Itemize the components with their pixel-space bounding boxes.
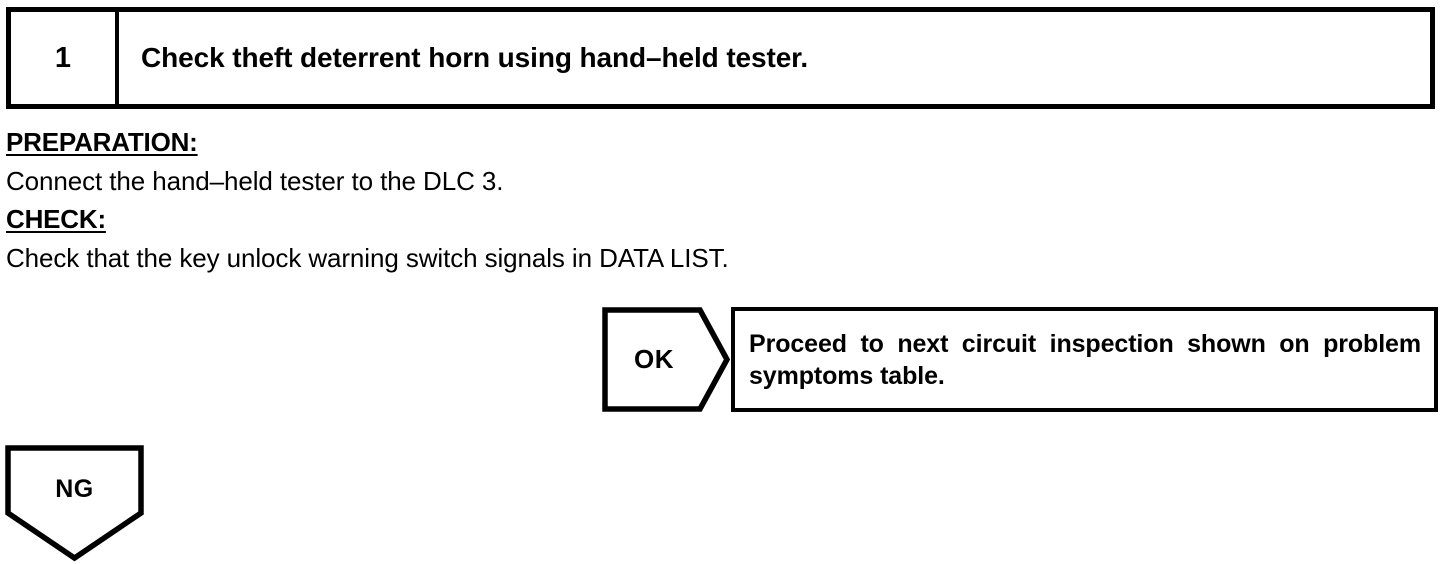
ok-arrow-shape: OK [602,307,730,412]
ok-arrow-icon [602,307,730,412]
ok-result-text: Proceed to next circuit inspection shown… [749,329,1421,390]
check-text: Check that the key unlock warning switch… [6,242,729,273]
procedure-body: PREPARATION: Connect the hand–held teste… [6,124,1206,278]
check-heading: CHECK: [6,203,106,234]
preparation-heading: PREPARATION: [6,127,198,157]
ok-result-box: Proceed to next circuit inspection shown… [731,307,1438,412]
step-header-table: 1 Check theft deterrent horn using hand–… [6,7,1435,109]
step-number-cell: 1 [11,12,119,104]
step-number: 1 [54,41,72,74]
step-title-cell: Check theft deterrent horn using hand–he… [119,12,1430,104]
preparation-text: Connect the hand–held tester to the DLC … [6,165,504,196]
ng-pentagon-icon [5,445,144,562]
ng-pentagon-shape: NG [4,445,145,564]
step-title: Check theft deterrent horn using hand–he… [141,42,809,74]
